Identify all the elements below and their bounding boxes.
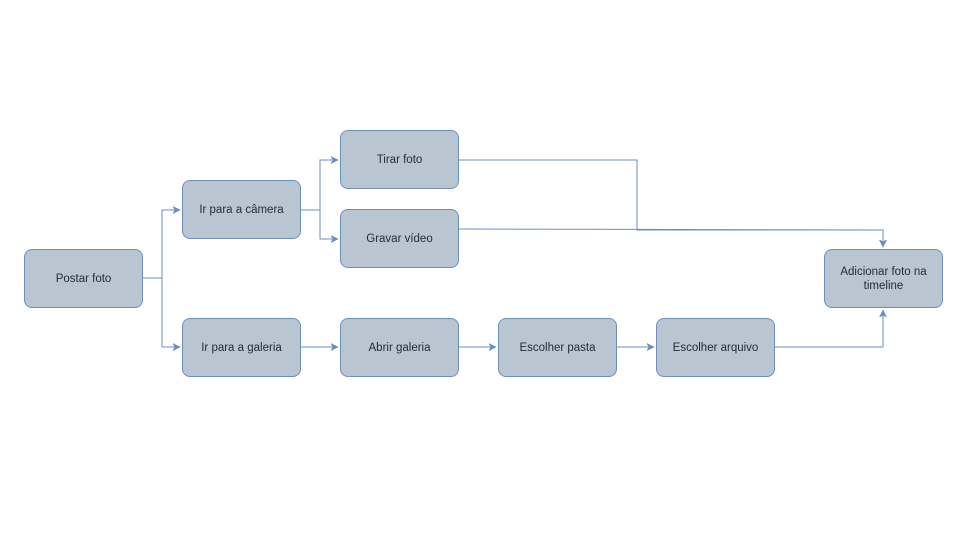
- node-abrir-galeria[interactable]: Abrir galeria: [340, 318, 459, 377]
- node-postar-foto[interactable]: Postar foto: [24, 249, 143, 308]
- node-adicionar-foto-timeline[interactable]: Adicionar foto na timeline: [824, 249, 943, 308]
- node-label: Tirar foto: [376, 153, 423, 166]
- node-escolher-arquivo[interactable]: Escolher arquivo: [656, 318, 775, 377]
- node-gravar-video[interactable]: Gravar vídeo: [340, 209, 459, 268]
- edge-camera-to-tirar: [301, 160, 338, 211]
- node-label: Gravar vídeo: [366, 232, 433, 245]
- node-label: Ir para a câmera: [199, 203, 284, 216]
- edge-gravar-to-timeline: [458, 228, 883, 247]
- node-label: Escolher arquivo: [672, 341, 759, 354]
- edge-postar-to-galeria: [143, 277, 180, 347]
- node-ir-para-galeria[interactable]: Ir para a galeria: [182, 318, 301, 377]
- node-tirar-foto[interactable]: Tirar foto: [340, 130, 459, 189]
- edge-camera-to-gravar: [301, 209, 338, 239]
- edge-postar-to-camera: [143, 210, 180, 279]
- node-label: Postar foto: [55, 272, 112, 285]
- edge-arquivo-to-timeline: [775, 310, 883, 348]
- node-label: Adicionar foto na timeline: [840, 265, 927, 292]
- node-label: Ir para a galeria: [201, 341, 282, 354]
- node-ir-para-camera[interactable]: Ir para a câmera: [182, 180, 301, 239]
- node-escolher-pasta[interactable]: Escolher pasta: [498, 318, 617, 377]
- node-label: Abrir galeria: [368, 341, 431, 354]
- node-label: Escolher pasta: [519, 341, 596, 354]
- edge-tirar-to-timeline: [459, 159, 883, 247]
